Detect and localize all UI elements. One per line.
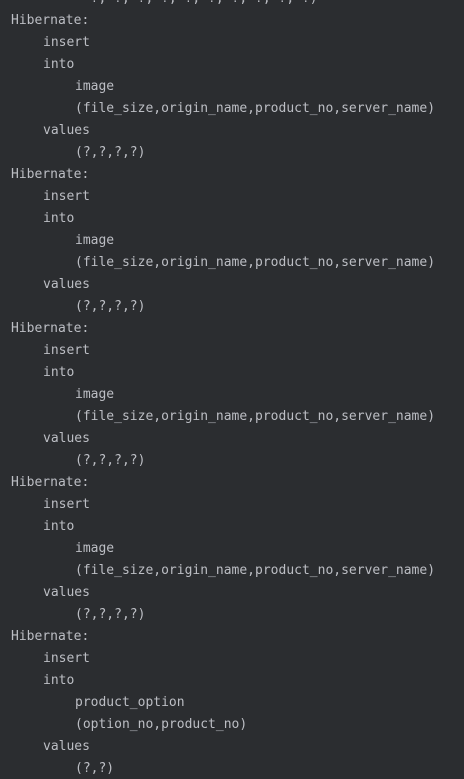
log-line: product_option [75,695,185,710]
log-line: (file_size,origin_name,product_no,server… [75,101,436,116]
log-line: (option_no,product_no) [75,717,248,732]
log-line: into [43,673,75,688]
log-line-partial: ?, ?, ?, ?, ?, ?, ?, ?, ?, ?) [11,0,435,10]
log-line: values [43,431,90,446]
log-line: Hibernate: [11,167,90,182]
log-line: values [43,123,90,138]
log-line: values [43,277,90,292]
log-line: (file_size,origin_name,product_no,server… [75,409,436,424]
log-line: (?,?) [75,761,115,776]
log-lines: ?, ?, ?, ?, ?, ?, ?, ?, ?, ?) Hibernate:… [11,0,435,779]
log-line: (?,?,?,?) [75,453,146,468]
log-line: insert [43,343,90,358]
log-line: into [43,57,75,72]
log-line: values [43,585,90,600]
log-line: insert [43,189,90,204]
log-line: image [75,79,115,94]
log-line: (?,?,?,?) [75,607,146,622]
log-line: insert [43,497,90,512]
log-line: into [43,519,75,534]
log-line: Hibernate: [11,475,90,490]
log-line: into [43,365,75,380]
log-line: (?,?,?,?) [75,299,146,314]
log-line: (?,?,?,?) [75,145,146,160]
log-line: into [43,211,75,226]
log-line: Hibernate: [11,629,90,644]
log-line: (file_size,origin_name,product_no,server… [75,255,436,270]
log-line: insert [43,651,90,666]
log-line: insert [43,35,90,50]
log-line: values [43,739,90,754]
log-line: (file_size,origin_name,product_no,server… [75,563,436,578]
log-line: Hibernate: [11,321,90,336]
log-line: image [75,541,115,556]
log-line: image [75,233,115,248]
log-line: image [75,387,115,402]
log-line: Hibernate: [11,13,90,28]
